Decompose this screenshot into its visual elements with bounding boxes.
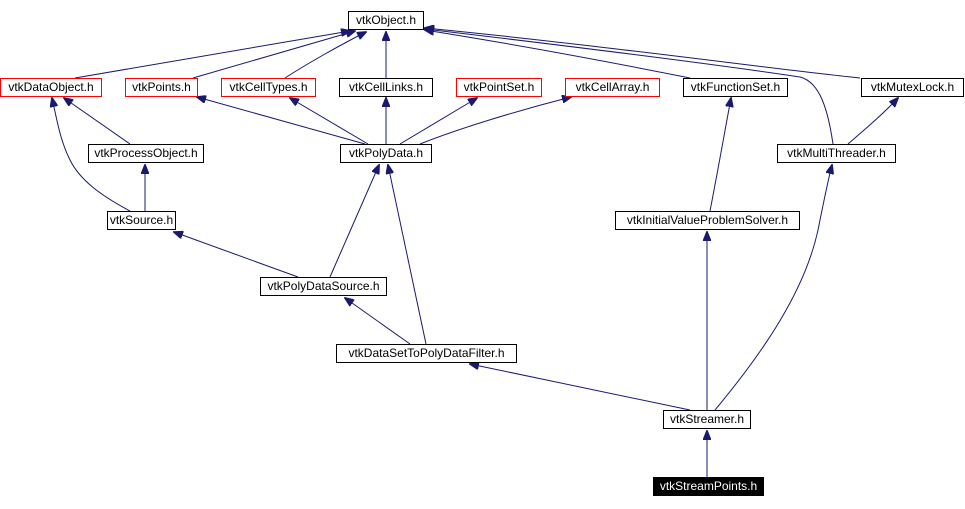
node-vtkMultiThreader[interactable]: vtkMultiThreader.h [777,144,896,163]
edge-polydatasource-polydata [329,165,379,278]
edge-polydata-cellarray [419,97,571,145]
edge-polydatasource-source [174,232,299,278]
node-vtkSource[interactable]: vtkSource.h [107,211,176,230]
node-vtkCellTypes[interactable]: vtkCellTypes.h [221,78,316,97]
edge-multithreader-mutexlock [847,98,898,145]
edge-processobject-dataobject [64,98,131,145]
edge-ivpsolver-functionset [709,98,731,212]
node-vtkDataSetToPolyDataFilter[interactable]: vtkDataSetToPolyDataFilter.h [336,344,517,363]
node-vtkPoints[interactable]: vtkPoints.h [125,78,198,97]
edge-streamer-multithreader [714,165,832,411]
edge-datasettopolydatafilter-polydata [388,165,427,345]
edge-points-object [192,31,355,79]
node-vtkStreamer[interactable]: vtkStreamer.h [663,410,751,429]
edge-mutexlock-object [425,28,861,79]
edge-dataobject-object [74,31,350,79]
node-vtkCellArray[interactable]: vtkCellArray.h [565,78,660,97]
edge-streamer-datasettopolydatafilter [470,364,691,411]
edge-celltypes-object [284,32,366,79]
edge-source-dataobject [52,98,131,212]
edge-polydata-points [197,97,366,145]
node-vtkPolyDataSource[interactable]: vtkPolyDataSource.h [260,277,387,296]
node-vtkInitialValueProblemSolver[interactable]: vtkInitialValueProblemSolver.h [615,211,800,230]
node-vtkDataObject[interactable]: vtkDataObject.h [0,78,102,97]
edge-multithreader-object [425,29,834,145]
node-vtkPointSet[interactable]: vtkPointSet.h [456,78,542,97]
edge-polydata-celltypes [290,98,369,145]
node-vtkCellLinks[interactable]: vtkCellLinks.h [339,78,433,97]
node-vtkFunctionSet[interactable]: vtkFunctionSet.h [683,78,788,97]
edge-functionset-object [425,30,691,79]
node-vtkProcessObject[interactable]: vtkProcessObject.h [88,144,204,163]
node-vtkStreamPoints-current: vtkStreamPoints.h [653,477,764,496]
node-vtkMutexLock[interactable]: vtkMutexLock.h [861,78,964,97]
edge-polydata-pointset [399,98,477,145]
node-vtkPolyData[interactable]: vtkPolyData.h [340,144,432,163]
node-vtkObject[interactable]: vtkObject.h [348,11,424,30]
edge-datasettopolydatafilter-polydatasource [345,298,411,345]
